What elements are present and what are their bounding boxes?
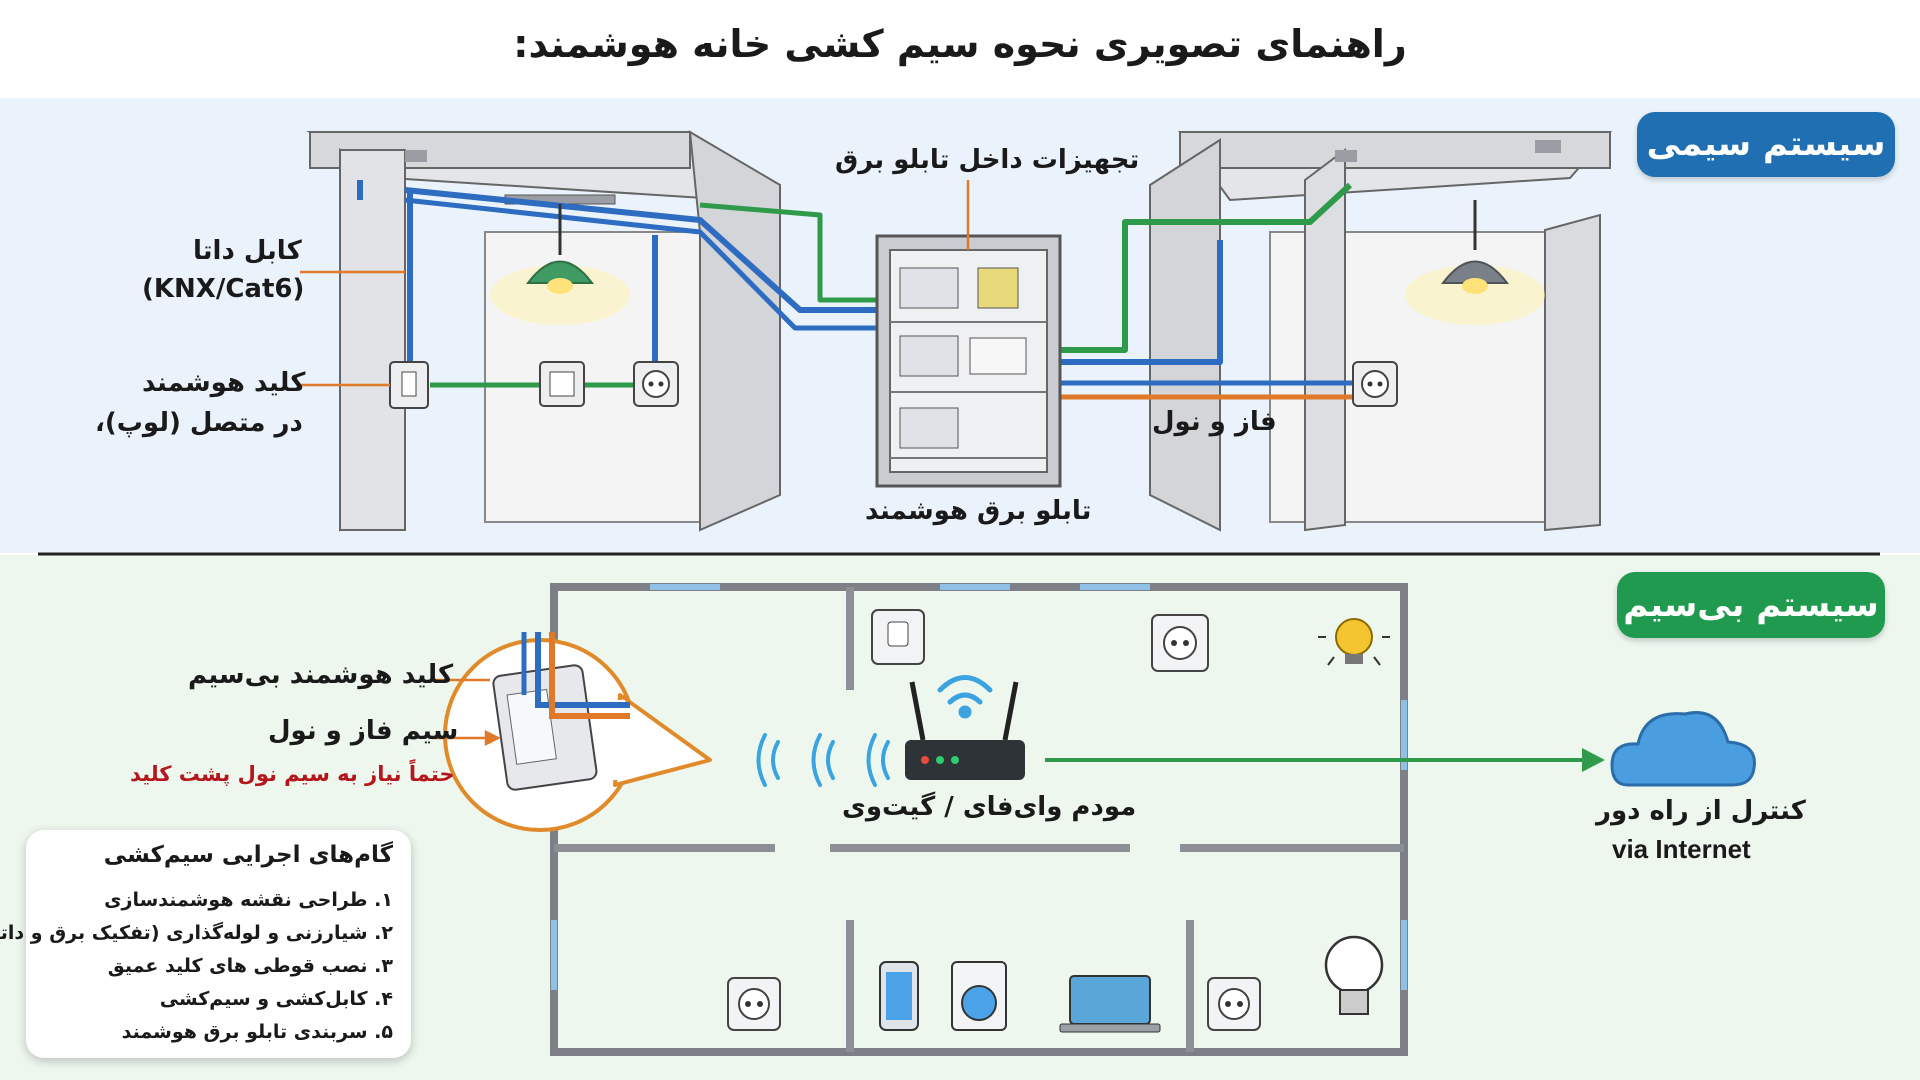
step-item: ۴. کابل‌کشی و سیم‌کشی — [159, 988, 393, 1010]
smart-electrical-panel — [875, 234, 1062, 488]
socket-icon — [1207, 977, 1261, 1031]
wifi-icon — [937, 675, 993, 719]
step-item: ۵. سربندی تابلو برق هوشمند — [121, 1021, 393, 1043]
router-icon — [905, 681, 1025, 780]
steps-title: گام‌های اجرایی سیم‌کشی — [103, 842, 393, 868]
panel-equipment-label: تجهیزات داخل تابلو برق — [835, 145, 1140, 175]
phone-icon — [879, 961, 919, 1031]
laptop-icon — [1059, 975, 1161, 1033]
phase-neutral-wire-label: سیم فاز و نول — [268, 716, 459, 746]
pendant-lamp-icon — [490, 204, 630, 325]
step-item: ۲. شیارزنی و لوله‌گذاری (تفکیک برق و دات… — [0, 922, 393, 944]
cloud-icon — [1610, 711, 1756, 787]
light-bulb-icon — [1324, 935, 1384, 1015]
smart-plug-icon — [871, 609, 925, 665]
wired-leaders — [300, 180, 970, 387]
wireless-signal-waves — [756, 733, 890, 787]
pendant-lamp-icon — [1405, 200, 1545, 325]
remote-control-label: کنترل از راه دور — [1596, 796, 1806, 826]
step-item: ۳. نصب قوطی های کلید عمیق — [107, 955, 393, 977]
smart-panel-label: تابلو برق هوشمند — [865, 496, 1092, 526]
data-cable-label: کابل داتا — [193, 236, 302, 266]
wireless-switch-label: کلید هوشمند بی‌سیم — [188, 660, 454, 690]
socket-icon — [727, 977, 781, 1031]
socket-icon — [633, 361, 679, 407]
phase-neutral-label: فاز و نول — [1152, 407, 1277, 437]
wired-cables — [357, 180, 1355, 400]
wireless-switch-zoom — [443, 632, 712, 832]
page-title: راهنمای تصویری نحوه سیم کشی خانه هوشمند: — [513, 22, 1407, 66]
smart-switch-icon — [389, 361, 429, 409]
smart-switch-label: کلید هوشمند — [142, 368, 306, 398]
neutral-wire-note: حتماً نیاز به سیم نول پشت کلید — [130, 762, 455, 786]
washing-machine-icon — [951, 961, 1007, 1031]
wireless-system-badge: سیستم بی‌سیم — [1617, 572, 1885, 638]
wiring-steps-card: گام‌های اجرایی سیم‌کشی ۱. طراحی نقشه هوش… — [0, 830, 411, 1058]
socket-icon — [1151, 614, 1209, 672]
socket-icon — [1352, 361, 1398, 407]
wired-system-badge: سیستم سیمی — [1637, 112, 1895, 177]
internet-arrow — [1045, 748, 1605, 772]
data-cable-type: (KNX/Cat6) — [142, 274, 305, 304]
light-bulb-icon — [1318, 618, 1390, 666]
steps-list: ۱. طراحی نقشه هوشمندسازی ۲. شیارزنی و لو… — [0, 884, 393, 1049]
step-item: ۱. طراحی نقشه هوشمندسازی — [104, 889, 393, 911]
smart-switch-loop-label: در متصل (لوپ)، — [95, 408, 303, 438]
router-label: مودم وای‌فای / گیت‌وی — [842, 792, 1137, 822]
windows — [551, 584, 1407, 990]
smart-switch-icon — [539, 361, 585, 407]
remote-control-sub: via Internet — [1612, 834, 1751, 864]
wireless-leaders — [432, 678, 501, 747]
